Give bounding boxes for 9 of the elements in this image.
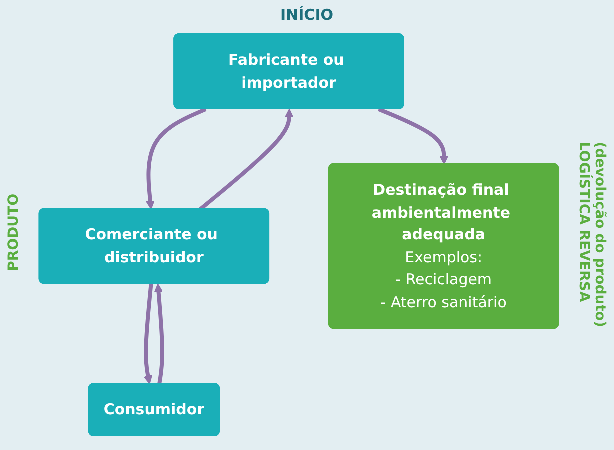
annotation-label: PRODUTO [6,194,22,272]
arrow [154,284,164,384]
annotation-label: LOGÍSTICA REVERSA [576,142,592,305]
arrow [378,108,449,165]
arrow [199,109,294,211]
annotation-label: INÍCIO [280,6,334,24]
arrow [146,108,207,210]
annotation-label: (devolução do produto) [592,142,608,328]
arrow [144,284,154,384]
